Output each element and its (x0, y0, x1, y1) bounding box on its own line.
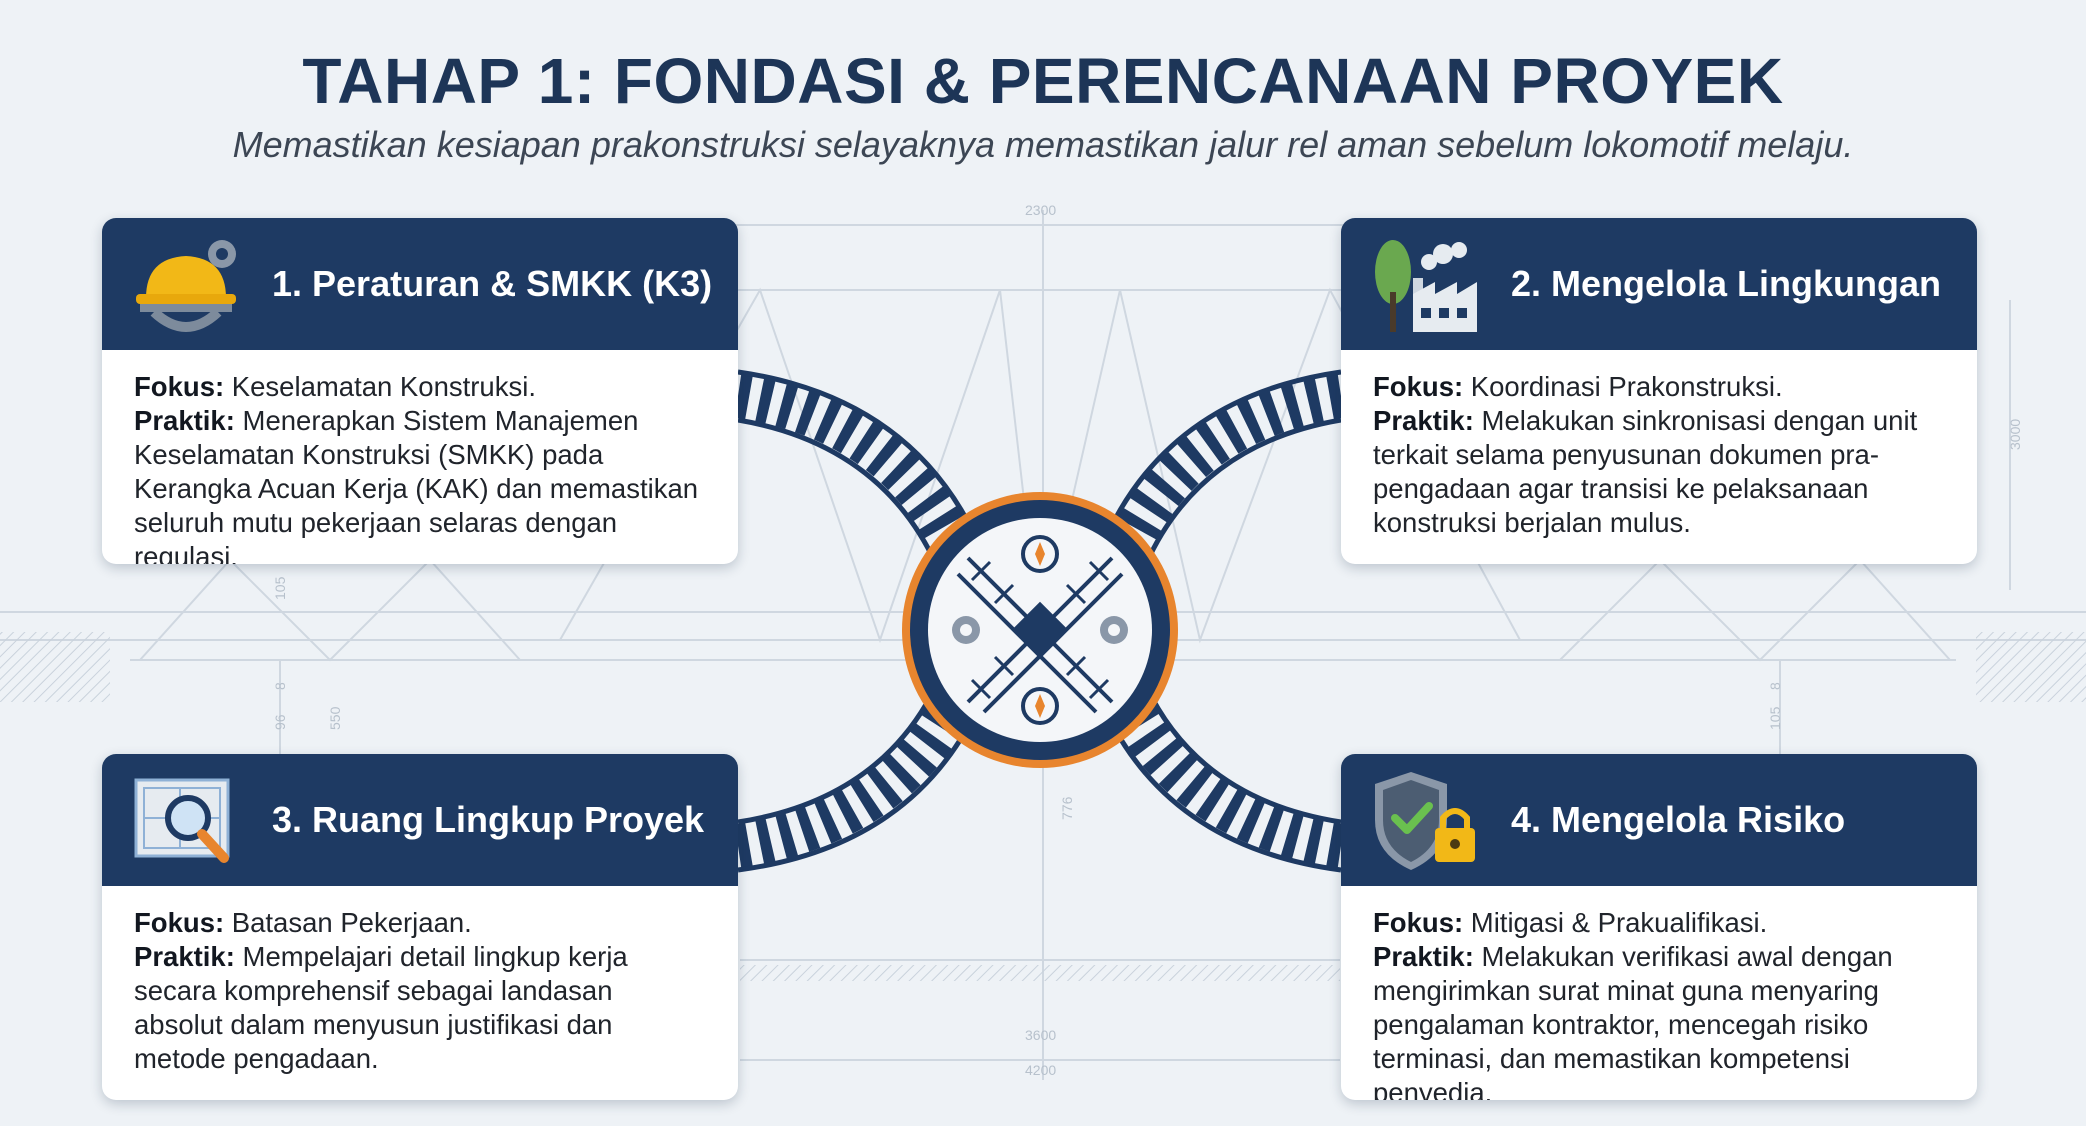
fokus-label: Fokus: (134, 371, 225, 402)
card-body: Fokus: Batasan Pekerjaan. Praktik: Mempe… (102, 886, 738, 1094)
praktik-label: Praktik: (134, 405, 235, 436)
card-title: 2. Mengelola Lingkungan (1511, 263, 1942, 304)
dim-label: 8 (1767, 682, 1783, 690)
dim-label: 550 (327, 706, 343, 730)
hatch-right (1976, 632, 2086, 702)
dim-label: 8 (272, 682, 288, 690)
blueprint-magnifier-icon (134, 778, 230, 863)
card-body: Fokus: Keselamatan Konstruksi. Praktik: … (102, 350, 738, 564)
praktik-text: Melakukan sinkronisasi dengan unit terka… (1373, 405, 1918, 538)
tree-factory-icon (1375, 240, 1477, 332)
fokus-line: Fokus: Keselamatan Konstruksi. (134, 370, 708, 404)
card-title: 3. Ruang Lingkup Proyek (272, 799, 705, 840)
hardhat-gear-icon (136, 240, 236, 332)
fokus-line: Fokus: Koordinasi Prakonstruksi. (1373, 370, 1947, 404)
dim-label: 3600 (1025, 1027, 1056, 1043)
card-body: Fokus: Koordinasi Prakonstruksi. Praktik… (1341, 350, 1977, 558)
dim-label: 4200 (1025, 1062, 1056, 1078)
fokus-label: Fokus: (1373, 907, 1464, 938)
praktik-text: Melakukan verifikasi awal dengan mengiri… (1373, 941, 1893, 1100)
shield-lock-icon (1375, 772, 1475, 870)
dim-label: 3000 (2007, 419, 2023, 450)
fokus-text: Koordinasi Prakonstruksi. (1470, 371, 1783, 402)
dim-label: 96 (272, 714, 288, 730)
dim-label: 105 (1767, 706, 1783, 730)
fokus-text: Keselamatan Konstruksi. (231, 371, 536, 402)
card-header: 3. Ruang Lingkup Proyek (102, 754, 738, 886)
praktik-label: Praktik: (134, 941, 235, 972)
card-header: 4. Mengelola Risiko (1341, 754, 1977, 886)
card-title: 4. Mengelola Risiko (1511, 799, 1846, 840)
hatch-bottom (740, 965, 1340, 981)
praktik-text: Mempelajari detail lingkup kerja secara … (134, 941, 628, 1074)
blueprint-dimension-labels: 2300 3000 3600 4200 776 105 8 96 550 105… (272, 202, 2023, 1078)
praktik-label: Praktik: (1373, 405, 1474, 436)
card-peraturan-smkk: 1. Peraturan & SMKK (K3) Fokus: Keselama… (102, 218, 738, 564)
gear-icon (952, 616, 1128, 644)
dim-label: 2300 (1025, 202, 1056, 218)
praktik-line: Praktik: Melakukan sinkronisasi dengan u… (1373, 404, 1947, 540)
card-title: 1. Peraturan & SMKK (K3) (272, 263, 713, 304)
center-diamond (1011, 601, 1069, 659)
fokus-line: Fokus: Mitigasi & Prakualifikasi. (1373, 906, 1947, 940)
fokus-text: Mitigasi & Prakualifikasi. (1470, 907, 1768, 938)
praktik-line: Praktik: Mempelajari detail lingkup kerj… (134, 940, 708, 1076)
praktik-line: Praktik: Melakukan verifikasi awal denga… (1373, 940, 1947, 1100)
card-header: 2. Mengelola Lingkungan (1341, 218, 1977, 350)
page-subtitle: Memastikan kesiapan prakonstruksi selaya… (232, 124, 1854, 165)
fokus-label: Fokus: (134, 907, 225, 938)
card-ruang-lingkup: 3. Ruang Lingkup Proyek Fokus: Batasan P… (102, 754, 738, 1100)
card-mengelola-lingkungan: 2. Mengelola Lingkungan Fokus: Koordinas… (1341, 218, 1977, 564)
card-body: Fokus: Mitigasi & Prakualifikasi. Prakti… (1341, 886, 1977, 1100)
dim-label: 105 (272, 576, 288, 600)
card-header: 1. Peraturan & SMKK (K3) (102, 218, 738, 350)
praktik-label: Praktik: (1373, 941, 1474, 972)
fokus-line: Fokus: Batasan Pekerjaan. (134, 906, 708, 940)
dim-label: 776 (1059, 796, 1075, 820)
card-mengelola-risiko: 4. Mengelola Risiko Fokus: Mitigasi & Pr… (1341, 754, 1977, 1100)
fokus-text: Batasan Pekerjaan. (231, 907, 472, 938)
page-title: TAHAP 1: FONDASI & PERENCANAAN PROYEK (302, 45, 1784, 117)
center-hub (902, 492, 1178, 768)
praktik-text: Menerapkan Sistem Manajemen Keselamatan … (134, 405, 699, 564)
fokus-label: Fokus: (1373, 371, 1464, 402)
praktik-line: Praktik: Menerapkan Sistem Manajemen Kes… (134, 404, 708, 564)
hatch-left (0, 632, 110, 702)
compass-icon (1021, 535, 1059, 725)
